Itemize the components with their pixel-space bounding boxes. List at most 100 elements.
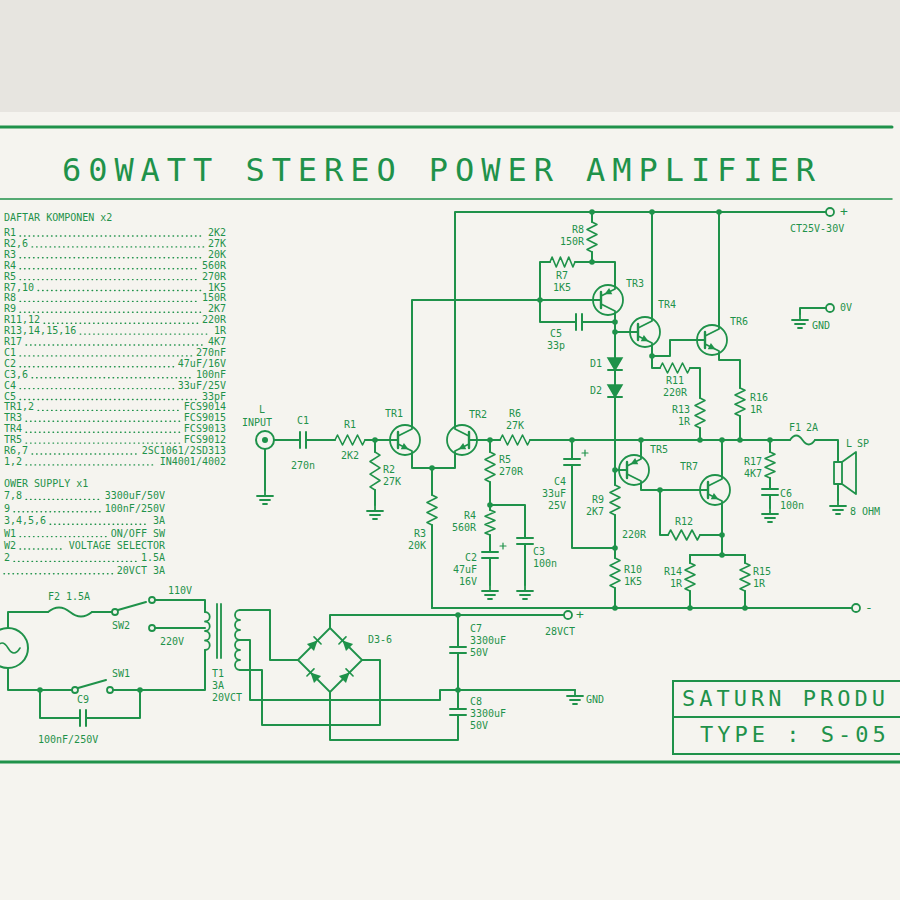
- parts-list-text: 27K: [208, 239, 226, 249]
- frame-line: [0, 126, 892, 129]
- leader-dots: [26, 499, 101, 500]
- bridge-diode-bar: [339, 637, 346, 644]
- schematic-label: C6: [780, 489, 792, 499]
- schematic-label: C2: [465, 553, 477, 563]
- schematic-label: TR6: [730, 317, 748, 327]
- polarity-mark: [582, 450, 588, 456]
- terminal: [826, 304, 834, 312]
- schematic-label: 100nF/250V: [38, 735, 98, 745]
- leader-dots: [14, 561, 137, 562]
- wire: [744, 555, 746, 563]
- parts-list-text: 3300uF/50V: [105, 491, 165, 501]
- wire: [92, 611, 112, 613]
- schematic-label: 3300uF: [470, 709, 506, 719]
- leader-dots: [32, 377, 192, 378]
- schematic-label: 3300uF: [470, 636, 506, 646]
- parts-list-text: R5: [4, 272, 16, 282]
- parts-list-text: 20K: [208, 250, 226, 260]
- schematic-label: T1: [212, 669, 224, 679]
- leader-dots: [20, 355, 192, 356]
- transistor-symbol: [619, 455, 649, 485]
- parts-list-text: TR5: [4, 435, 22, 445]
- parts-list-text: OWER SUPPLY x1: [4, 479, 88, 489]
- resistor-symbol: [485, 510, 495, 535]
- parts-list-text: R3: [4, 250, 16, 260]
- wire: [113, 650, 205, 690]
- parts-list-text: 270R: [202, 272, 226, 282]
- parts-list-text: VOLTAGE SELECTOR: [69, 541, 165, 551]
- schematic-label: SW1: [112, 669, 130, 679]
- parts-list-text: 2K2: [208, 228, 226, 238]
- junction-dot: [612, 605, 618, 611]
- bridge-diode: [342, 640, 353, 651]
- schematic-label: D1: [590, 359, 602, 369]
- leader-dots: [32, 246, 204, 247]
- wire: [592, 252, 615, 285]
- parts-list-text: 1K5: [208, 283, 226, 293]
- frame-line: [0, 198, 892, 200]
- wire: [86, 690, 140, 718]
- schematic-label: R9: [592, 495, 604, 505]
- schematic-label: 27K: [383, 477, 401, 487]
- schematic-label: R4: [464, 511, 476, 521]
- parts-list-text: C3,6: [4, 370, 28, 380]
- ac-wave: [0, 643, 20, 653]
- leader-dots: [14, 511, 101, 512]
- schematic-label: GND: [586, 695, 604, 705]
- schematic-label: R5: [499, 455, 511, 465]
- schematic-label: 100n: [780, 501, 804, 511]
- diagram-title: 60WATT STEREO POWER AMPLIFIER: [62, 154, 822, 186]
- schematic-label: 50V: [470, 648, 488, 658]
- leader-dots: [20, 548, 65, 549]
- schematic-label: R1: [344, 420, 356, 430]
- leader-dots: [20, 235, 204, 236]
- wire: [718, 212, 720, 325]
- parts-list-text: 1R: [214, 326, 226, 336]
- wire: [690, 368, 700, 398]
- leader-dots: [20, 388, 174, 389]
- parts-list-text: TR1,2: [4, 402, 34, 412]
- leader-dots: [20, 366, 174, 367]
- junction-dot: [137, 687, 143, 693]
- schematic-label: C8: [470, 697, 482, 707]
- ground-symbol: [830, 500, 846, 514]
- schematic-label: 20K: [408, 541, 426, 551]
- transistor-lead: [708, 475, 722, 505]
- switch-lever: [118, 602, 146, 610]
- wire: [489, 440, 491, 452]
- transistor-base: [626, 462, 628, 478]
- schematic-label: 8 OHM: [850, 507, 880, 517]
- schematic-label: 2K2: [341, 451, 359, 461]
- schematic-label: 110V: [168, 586, 192, 596]
- wire: [489, 535, 491, 552]
- wire: [700, 534, 722, 536]
- bridge-diode-bar: [314, 637, 321, 644]
- parts-list-text: 1,2: [4, 457, 22, 467]
- wire: [614, 370, 616, 385]
- resistor-symbol: [335, 435, 365, 445]
- parts-list-text: R7,10: [4, 283, 34, 293]
- schematic-label: C9: [77, 695, 89, 705]
- table-background: [0, 0, 900, 112]
- wire: [431, 468, 433, 495]
- schematic-label: 1R: [678, 417, 690, 427]
- parts-list-text: C5: [4, 392, 16, 402]
- wire: [739, 416, 741, 440]
- schematic-label: 220V: [160, 637, 184, 647]
- schematic-label: C1: [297, 416, 309, 426]
- parts-list-text: 3A: [153, 516, 165, 526]
- leader-dots: [44, 322, 198, 323]
- resistor-symbol: [610, 558, 620, 588]
- wire: [524, 544, 526, 585]
- parts-list-text: 3,4,5,6: [4, 516, 46, 526]
- schematic-label: L: [259, 405, 265, 415]
- ground-symbol: [762, 508, 778, 522]
- wire: [660, 490, 668, 535]
- fuse-symbol: [48, 608, 92, 617]
- resistor-symbol: [485, 452, 495, 482]
- schematic-label: R6: [509, 409, 521, 419]
- schematic-label: TR7: [680, 462, 698, 472]
- wire: [572, 465, 615, 548]
